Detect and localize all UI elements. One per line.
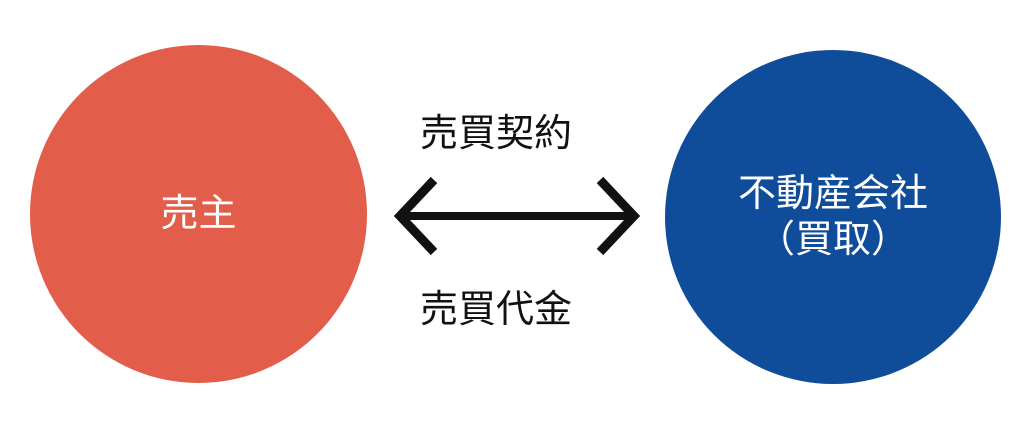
seller-label: 売主 [160, 191, 237, 236]
seller-node: 売主 [30, 45, 367, 383]
buyer-label-line2: （買取） [756, 217, 909, 261]
payment-label: 売買代金 [420, 287, 573, 331]
buyer-node: 不動産会社 （買取） [665, 50, 1001, 384]
buyer-label-line1: 不動産会社 [737, 171, 928, 216]
bidirectional-arrow-icon [393, 176, 641, 256]
contract-label: 売買契約 [420, 111, 573, 155]
